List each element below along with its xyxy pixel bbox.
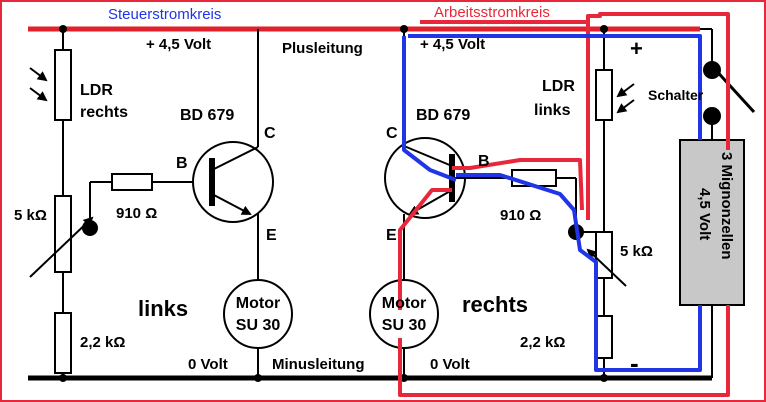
ldr-rechts-resistor	[54, 49, 72, 121]
res-910-left-resistor	[111, 173, 153, 191]
motor-right-label-2: SU 30	[382, 317, 427, 334]
ldr-links-label-2: links	[534, 102, 571, 119]
ldr-links-label-1: LDR	[542, 78, 575, 95]
side-left-label: links	[138, 296, 188, 321]
collector-left-label: C	[264, 125, 276, 142]
minus-sign-label: -	[630, 348, 639, 378]
pot-left-label: 5 kΩ	[14, 207, 47, 224]
base-right-label: B	[478, 153, 490, 170]
motor-left-label-2: SU 30	[236, 317, 281, 334]
minusleitung-label: Minusleitung	[272, 356, 365, 373]
emitter-right-label: E	[386, 227, 397, 244]
blue-current-path	[402, 34, 702, 372]
base-left-label: B	[176, 155, 188, 172]
schalter-label: Schalter	[648, 87, 704, 103]
red-current-path	[398, 12, 730, 397]
title-left: Steuerstromkreis	[108, 6, 221, 23]
pot-right-label: 5 kΩ	[620, 243, 653, 260]
ldr-links-resistor	[595, 69, 613, 121]
motor-right-label-1: Motor	[382, 295, 426, 312]
plusleitung-label: Plusleitung	[282, 40, 363, 57]
wiper-junction-left	[82, 220, 98, 236]
transistor-left-label: BD 679	[180, 107, 234, 124]
plus-right-label: + 4,5 Volt	[420, 36, 485, 53]
volt0-right-label: 0 Volt	[430, 356, 470, 373]
switch-contact-bottom	[703, 107, 721, 125]
volt0-left-label: 0 Volt	[188, 356, 228, 373]
res22-left-label: 2,2 kΩ	[80, 334, 125, 351]
res910-left-label: 910 Ω	[116, 205, 157, 222]
res22-right-label: 2,2 kΩ	[520, 334, 565, 351]
collector-right-label: C	[386, 125, 398, 142]
battery-pack	[679, 139, 745, 306]
res-910-right-resistor	[511, 169, 557, 187]
transistor-right-label: BD 679	[416, 107, 470, 124]
title-right: Arbeitsstromkreis	[434, 4, 550, 21]
pot-left-resistor	[54, 195, 72, 273]
plus-left-label: + 4,5 Volt	[146, 36, 211, 53]
plus-sign-label: +	[630, 36, 643, 61]
res-22-left-resistor	[54, 312, 72, 374]
ldr-rechts-label-2: rechts	[80, 104, 128, 121]
motor-left-label-1: Motor	[236, 295, 280, 312]
side-right-label: rechts	[462, 292, 528, 317]
emitter-left-label: E	[266, 227, 277, 244]
res-22-right-resistor	[595, 315, 613, 359]
left-circuit	[29, 29, 293, 378]
ldr-rechts-label-1: LDR	[80, 82, 113, 99]
battery-label-2: 4,5 Volt	[696, 188, 713, 240]
battery-label-1: 3 Mignonzellen	[718, 152, 735, 260]
switch-contact-top	[703, 61, 721, 79]
res910-right-label: 910 Ω	[500, 207, 541, 224]
